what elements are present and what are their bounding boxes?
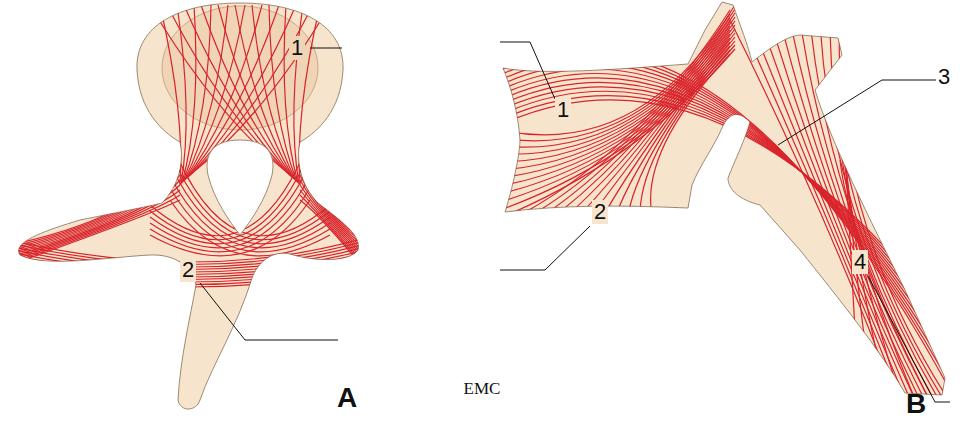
trabecular-line: [10, 200, 180, 265]
trabecular-line: [300, 200, 365, 270]
trabecular-line: [740, 20, 905, 410]
trabecular-line: [604, 38, 730, 215]
trabecular-line: [500, 69, 950, 366]
trabecular-line: [532, 14, 730, 215]
trabecular-lines: [500, 5, 955, 420]
trabecular-line: [500, 60, 950, 378]
callout-number: 3: [936, 65, 952, 89]
vertebral-foramen: [207, 140, 273, 235]
trabecular-line: [592, 34, 730, 215]
trabecular-line: [10, 180, 180, 257]
trabecular-line: [730, 20, 900, 410]
trabecular-line: [300, 180, 365, 258]
trabecular-line: [800, 20, 935, 410]
trabecular-line: [556, 22, 730, 215]
trabecular-line: [299, 5, 320, 185]
trabecular-line: [820, 20, 945, 410]
trabecular-line: [160, 5, 181, 185]
trabecular-line: [500, 41, 735, 202]
trabecular-line: [830, 20, 950, 410]
trabecular-line: [10, 175, 180, 255]
trabecular-line: [839, 20, 955, 410]
trabecular-lines: [10, 5, 365, 287]
trabecular-line: [616, 42, 730, 215]
trabecular-line: [500, 91, 950, 336]
trabecular-line: [580, 30, 730, 215]
trabecular-line: [640, 50, 730, 215]
trabecular-line: [300, 185, 365, 261]
leader-lines: [200, 42, 950, 402]
callout-number: 2: [592, 200, 608, 224]
leader-line: [868, 276, 950, 402]
leader-line: [310, 48, 342, 49]
trabecular-line: [840, 120, 908, 420]
trabecular-line: [760, 20, 915, 410]
trabecular-line: [10, 190, 180, 261]
trabecular-line: [300, 160, 365, 246]
trabecular-line: [294, 5, 303, 184]
leader-line: [200, 283, 338, 340]
trabecular-line: [500, 29, 735, 178]
trabecular-line: [10, 195, 180, 263]
callout-number: 4: [852, 250, 868, 274]
trabecular-line: [500, 100, 950, 324]
trabecular-line: [500, 45, 735, 210]
trabecular-line: [177, 5, 186, 184]
trabecular-line: [269, 5, 297, 182]
trabecular-line: [10, 160, 180, 249]
trabecular-line: [500, 82, 950, 348]
trabecular-line: [651, 54, 730, 215]
trabecular-line: [500, 49, 735, 218]
trabecular-line: [840, 100, 892, 420]
callout-number: 1: [555, 98, 571, 122]
trabecular-line: [500, 64, 950, 372]
trabecular-line: [300, 175, 365, 255]
leader-line: [500, 226, 590, 270]
panel-letter: A: [335, 383, 359, 413]
trabecular-line: [628, 46, 730, 215]
panel-letter: B: [904, 389, 928, 419]
callout-number: 1: [289, 36, 305, 60]
callout-number: 2: [180, 258, 196, 282]
leader-line: [500, 42, 555, 99]
trabecular-line: [300, 165, 365, 249]
trabecular-line: [183, 5, 211, 182]
trabecular-line: [10, 185, 180, 259]
leader-line: [778, 80, 936, 145]
trabecular-line: [500, 96, 950, 330]
publisher-logo: EMC: [462, 379, 503, 398]
